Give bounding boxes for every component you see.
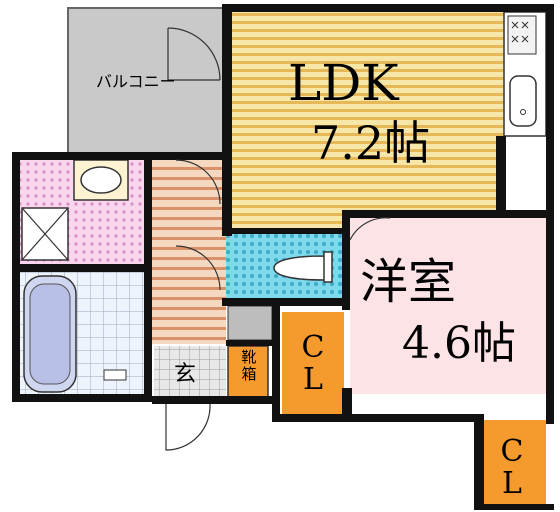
hallway-floor: [150, 158, 226, 344]
getabako-label: 靴 箱: [240, 348, 258, 384]
getabako-box: [227, 345, 269, 403]
closet-2-box: [482, 420, 546, 506]
closet-2-label: C L: [496, 436, 528, 499]
yoshitsu-size-label: 4.6帖: [402, 318, 516, 369]
storage-box: [227, 305, 273, 341]
ldk-size-label: 7.2帖: [311, 116, 431, 170]
yoshitsu-floor: [350, 216, 546, 394]
walls: [12, 4, 554, 510]
ldk-floor: [230, 12, 504, 228]
yoshitsu-name-label: 洋室: [360, 254, 457, 310]
closet-2-line1: C: [500, 434, 524, 469]
faucet-icon: [103, 369, 127, 381]
toilet-icon: [273, 251, 333, 283]
getabako-line1: 靴: [241, 348, 257, 366]
closet-1-box: [282, 312, 344, 416]
genkan-floor: [154, 346, 226, 402]
getabako-line2: 箱: [241, 365, 257, 384]
closet-1-line2: L: [303, 361, 323, 397]
sink-icon: [509, 75, 537, 127]
closet-1-line1: C: [301, 330, 325, 365]
stove-icon: [507, 15, 537, 55]
balcony-label: バルコニー: [96, 72, 176, 91]
doors: [165, 27, 391, 451]
closet-2-line2: L: [502, 465, 522, 501]
ldk-name-label: LDK: [288, 54, 399, 112]
closet-1-label: C L: [297, 332, 329, 395]
genkan-label: 玄: [174, 362, 197, 387]
balcony-area: [68, 8, 230, 156]
